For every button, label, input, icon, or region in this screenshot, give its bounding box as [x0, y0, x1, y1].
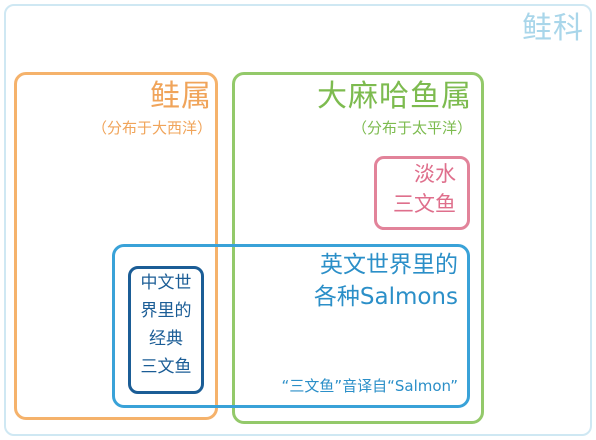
freshwater-salmon-label-line2: 三文鱼 — [393, 192, 456, 216]
freshwater-salmon-box — [374, 156, 470, 230]
oncorhynchus-genus-title: 大麻哈鱼属 — [317, 79, 472, 114]
oncorhynchus-genus-subtitle: （分布于太平洋） — [351, 119, 472, 137]
salmonidae-family-title: 鲑科 — [522, 11, 584, 46]
classic-salmon-label-line: 经典 — [149, 329, 183, 349]
english-salmons-title-line1: 英文世界里的 — [320, 252, 458, 278]
transliteration-note: “三文鱼”音译自“Salmon” — [281, 377, 458, 395]
oncorhynchus-genus-box — [232, 72, 484, 424]
classic-salmon-label-line: 三文鱼 — [140, 357, 192, 377]
salmonidae-family-box — [4, 4, 592, 436]
salmo-genus-title: 鲑属 — [150, 79, 212, 114]
classic-salmon-label-line: 界里的 — [140, 301, 192, 321]
classic-salmon-box — [128, 266, 204, 394]
english-salmons-box — [112, 244, 470, 408]
freshwater-salmon-label-line1: 淡水 — [414, 162, 456, 186]
salmo-genus-subtitle: （分布于大西洋） — [91, 119, 212, 137]
english-salmons-title-line2: 各种Salmons — [313, 284, 458, 310]
classic-salmon-label-line: 中文世 — [140, 273, 192, 293]
